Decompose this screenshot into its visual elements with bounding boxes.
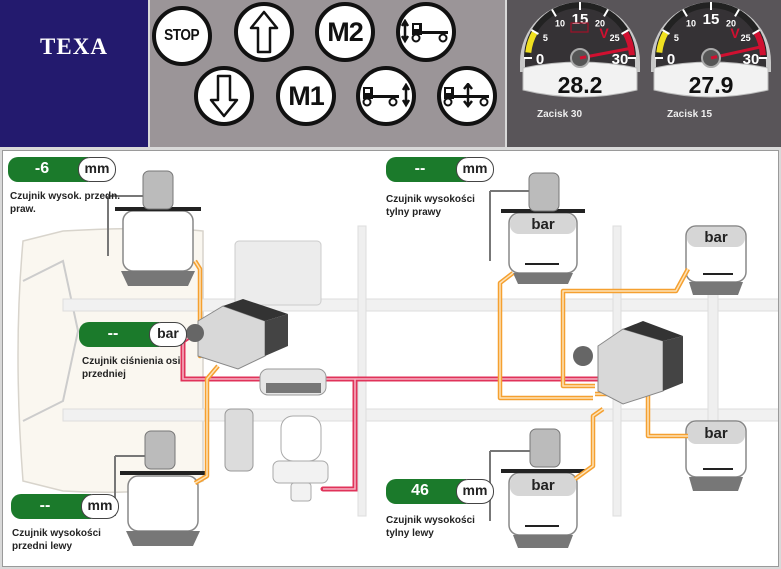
gauge-needle-base [579, 55, 587, 60]
sensor-unit: bar [149, 322, 187, 347]
gauge-tick-label: 20 [595, 18, 605, 28]
sensor-unit: mm [81, 494, 119, 519]
gauge-tick-label: 15 [572, 11, 589, 28]
sensor-front-right-height: -6 mm [8, 157, 116, 182]
gauge-tick-label: 5 [674, 33, 679, 43]
rear-left-inner-bag-pressure: bar [531, 477, 555, 494]
stop-button[interactable]: STOP [152, 6, 212, 66]
gauge-tick-label: 10 [686, 18, 696, 28]
sensor-label-front-axle-pressure: Czujnik ciśnienia osi przedniej [82, 356, 181, 380]
gauge-tick-label: 0 [667, 51, 675, 68]
air-reservoir-tank [259, 368, 327, 396]
sensor-unit: mm [78, 157, 116, 182]
air-dryer [272, 415, 329, 502]
rear-right-inner-bag [501, 209, 585, 284]
gauge-unit: V [730, 25, 740, 41]
gauge-tick-label: 10 [555, 18, 565, 28]
front-valve-block [186, 299, 288, 370]
stop-label: STOP [164, 27, 200, 44]
rear-axle-lift-button[interactable] [356, 66, 416, 126]
gauge-tick [531, 29, 539, 35]
rear-left-inner-bag [501, 469, 585, 548]
frame-rail-top [62, 298, 778, 312]
sensor-unit: mm [456, 157, 494, 182]
sensor-label-front-right: Czujnik wysok. przedn. praw. [10, 191, 121, 215]
sensor-value: 46 [386, 479, 466, 504]
frame-rail-bottom [62, 408, 778, 422]
gauge-tick [734, 9, 740, 17]
sensor-value: -- [11, 494, 91, 519]
both-axles-lift-button[interactable] [437, 66, 497, 126]
rear-axle-lift-icon [362, 83, 411, 108]
front-left-air-bag [120, 471, 206, 546]
sensor-front-axle-pressure: -- bar [79, 322, 187, 347]
sensor-label-front-left: Czujnik wysokości przedni lewy [12, 528, 101, 552]
gauge-tick-label: 30 [743, 51, 760, 68]
gauge-label: Zacisk 15 [667, 109, 713, 120]
suspension-diagram: -6 mm Czujnik wysok. przedn. praw. -- ba… [2, 150, 779, 567]
gauge-display [522, 61, 638, 98]
rear-valve-block [573, 321, 683, 405]
gauge-display [653, 61, 769, 98]
front-axle-lift-icon [401, 19, 448, 44]
gauge-tick [662, 29, 670, 35]
sensor-label-rear-right: Czujnik wysokości tylny prawy [386, 194, 475, 218]
sensor-front-left-height: -- mm [11, 494, 119, 519]
gauge-value: 27.9 [688, 72, 734, 98]
front-right-air-bag [115, 207, 201, 286]
gauge-tick-label: 25 [610, 33, 620, 43]
gauge-tick-label: 20 [726, 18, 736, 28]
m2-label: M2 [327, 16, 364, 47]
gauge-label: Zacisk 30 [537, 109, 583, 120]
arrow-up-icon [249, 10, 279, 54]
gauge-tick-label: 30 [612, 51, 629, 68]
gauge-tick-label: 5 [543, 33, 548, 43]
gauge-tick-label: 15 [703, 11, 720, 28]
gauge-dial: 0 5 10 15 20 25 30V [520, 2, 640, 98]
front-axle-lift-button[interactable] [396, 2, 456, 62]
memory-2-button[interactable]: M2 [315, 2, 375, 62]
sensor-value: -- [386, 157, 466, 182]
gauge-tick [752, 29, 760, 35]
gauge-tick [551, 9, 557, 17]
gauge-tick [621, 29, 629, 35]
sensor-value: -6 [8, 157, 88, 182]
arrow-down-icon [209, 74, 239, 118]
rear-right-outer-bag-pressure: bar [704, 229, 728, 246]
lower-button[interactable] [194, 66, 254, 126]
texa-logo-panel: TEXA [0, 0, 148, 147]
battery-icon [570, 22, 589, 33]
sensor-rear-right-height: -- mm [386, 157, 494, 182]
gauge-tick-label: 0 [536, 51, 544, 68]
sensor-label-rear-left: Czujnik wysokości tylny lewy [386, 515, 475, 539]
gauge-value: 28.2 [557, 72, 603, 98]
control-button-panel: STOP M2 M1 [150, 0, 505, 147]
gauge-tick-label: 25 [741, 33, 751, 43]
rear-left-outer-bag [685, 420, 747, 491]
fuel-tank [234, 240, 322, 306]
gauge-tick [682, 9, 688, 17]
rear-right-inner-bag-pressure: bar [531, 216, 555, 233]
gauge-face [656, 7, 766, 72]
rear-right-outer-bag [685, 225, 747, 295]
gauge-tick [603, 9, 609, 17]
both-axles-lift-icon [443, 83, 489, 109]
m1-label: M1 [288, 80, 325, 111]
gauge-unit: V [599, 25, 609, 41]
sensor-value: -- [79, 322, 159, 347]
raise-button[interactable] [234, 2, 294, 62]
sensor-rear-left-height: 46 mm [386, 479, 494, 504]
gauge-needle-base [710, 55, 718, 60]
condensate-tank [224, 408, 254, 472]
gauge-dial: 0 5 10 15 20 25 30V [651, 2, 771, 98]
rear-left-outer-bag-pressure: bar [704, 425, 728, 442]
memory-1-button[interactable]: M1 [276, 66, 336, 126]
sensor-unit: mm [456, 479, 494, 504]
texa-logo: TEXA [40, 34, 108, 59]
chassis-illustration [17, 170, 778, 548]
gauge-face [525, 7, 635, 72]
